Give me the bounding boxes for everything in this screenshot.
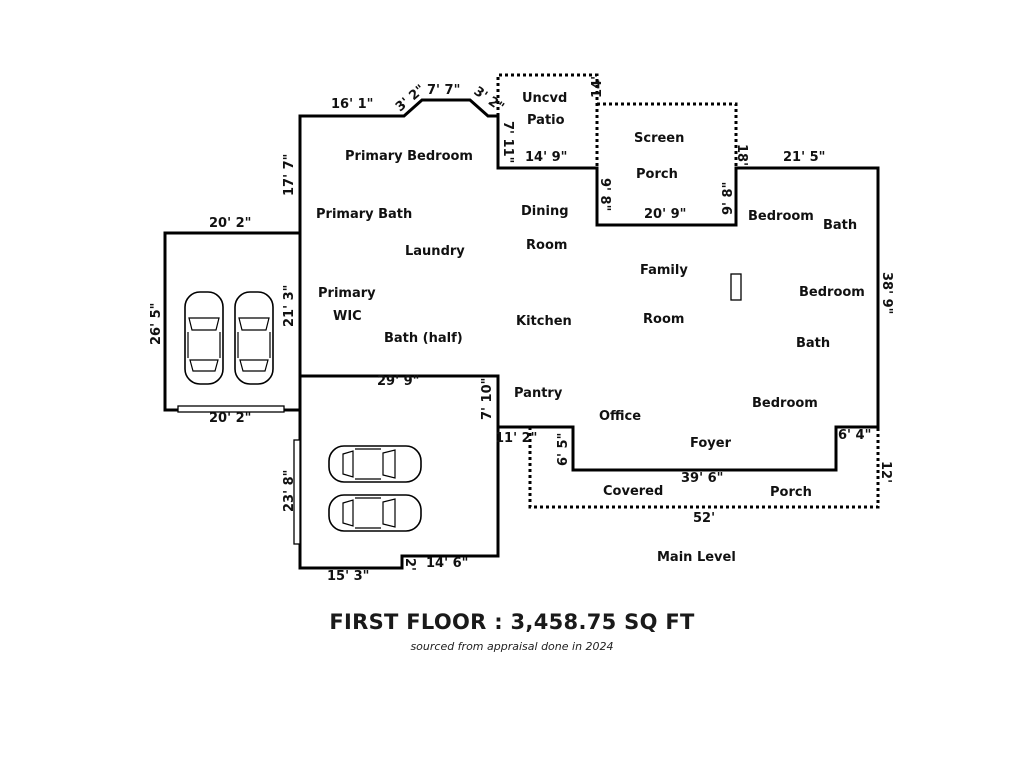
room-label-patio: Patio [527,113,565,128]
room-label-office: Office [599,409,641,424]
dimension-label: 12' [878,461,893,483]
car-icon [328,494,422,532]
room-label-foyer: Foyer [690,436,732,451]
room-label-uncvd: Uncvd [522,91,567,106]
dimension-label: 21' 3" [282,285,297,327]
dimension-label: 18' [734,144,749,166]
dimension-label: 7' 11" [500,121,515,163]
covered-porch-outline [528,427,880,509]
dimension-label: 52' [693,511,715,526]
dimension-label: 6' 4" [838,428,871,443]
room-label-covered: Covered [603,484,663,499]
dimension-label: 20' 2" [209,411,251,426]
floor-area-title: FIRST FLOOR : 3,458.75 SQ FT [329,610,695,634]
dimension-label: 9' 8" [721,182,736,215]
room-label-primary: Primary [318,286,376,301]
dimension-label: 14' 9" [525,150,567,165]
room-label-bedroom-1: Bedroom [748,209,814,224]
dimension-label: 38' 9" [879,272,894,314]
dimension-label: 17' 7" [282,154,297,196]
room-label-kitchen: Kitchen [516,314,572,329]
car-icon [234,291,274,385]
room-label-screen-porch: Porch [636,167,678,182]
room-label-screen: Screen [634,131,684,146]
room-label-bedroom-2: Bedroom [799,285,865,300]
room-label-pantry: Pantry [514,386,563,401]
room-label-bath-half: Bath (half) [384,331,463,346]
room-label-primary-bedroom: Primary Bedroom [345,149,473,164]
room-label-primary-bath: Primary Bath [316,207,412,222]
dimension-label: 16' 1" [331,97,373,112]
dimension-label: 39' 6" [681,471,723,486]
room-label-covered-porch: Porch [770,485,812,500]
level-label: Main Level [657,550,736,565]
room-label-bath-1: Bath [823,218,857,233]
dimension-label: 9' 8" [597,178,612,211]
room-label-dining: Dining [521,204,569,219]
room-label-bath-2: Bath [796,336,830,351]
dimension-label: 3' 2" [471,84,507,115]
screen-porch-outline [597,102,738,168]
car-icon [328,445,422,483]
room-label-laundry: Laundry [405,244,465,259]
dimension-label: 23' 8" [282,470,297,512]
dimension-label: 21' 5" [783,150,825,165]
room-label-family-room: Room [643,312,684,327]
dimension-label: 14' 6" [426,556,468,571]
uncovered-patio-outline [496,73,599,168]
dimension-label: 26' 5" [149,303,164,345]
dimension-label: 15' 3" [327,569,369,584]
dimension-label: 20' 2" [209,216,251,231]
dimension-label: 6' 5" [556,433,571,466]
dimension-label: 20' 9" [644,207,686,222]
dimension-label: 7' 7" [427,83,460,98]
source-note: sourced from appraisal done in 2024 [410,640,614,653]
room-label-bedroom-3: Bedroom [752,396,818,411]
garage-door-left [177,405,285,413]
room-label-wic: WIC [333,309,362,324]
house-outline [298,98,880,472]
dimension-label: 14' [590,76,605,98]
dimension-label: 7' 10" [480,378,495,420]
room-label-dining-room: Room [526,238,567,253]
room-label-family: Family [640,263,688,278]
garage-door-lower [293,439,301,545]
dimension-label: 29' 9" [377,374,419,389]
car-icon [184,291,224,385]
fireplace-icon [730,273,742,301]
dimension-label: 11' 2" [495,431,537,446]
dimension-label: 2' [402,558,417,571]
